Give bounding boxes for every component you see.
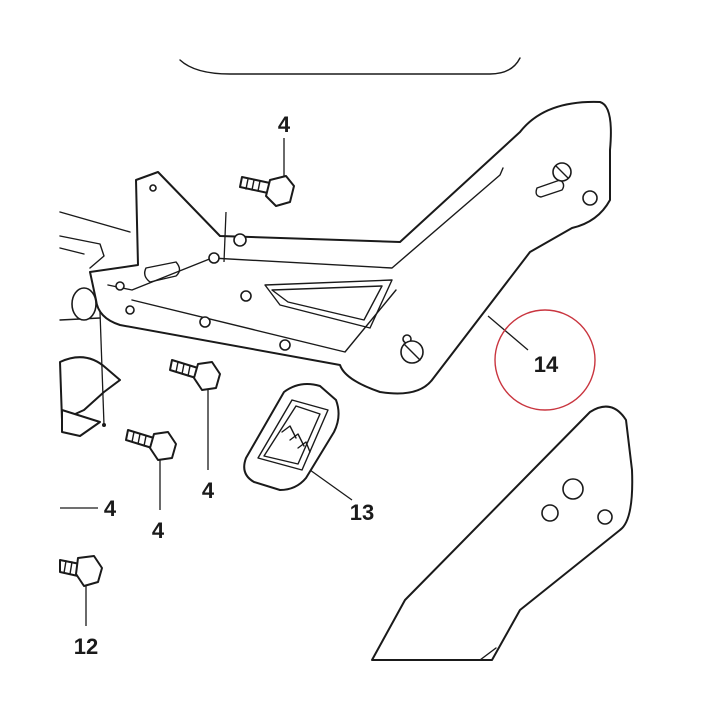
cap-part-13 <box>243 383 340 491</box>
highlight-circle <box>494 309 596 411</box>
bolt-middle <box>169 359 221 391</box>
callout-bolt-lower: 4 <box>152 518 165 543</box>
bolt-lower <box>125 429 177 461</box>
bracket-part-14 <box>89 100 612 395</box>
callout-bolt-top: 4 <box>278 112 291 137</box>
callout-bracket: 14 <box>534 352 559 377</box>
leader-bolt-top-tail <box>223 211 227 263</box>
frame-structure <box>59 211 131 437</box>
cover-edge <box>179 57 521 75</box>
callout-bolt-middle: 4 <box>202 478 215 503</box>
callout-bolt-left: 4 <box>104 496 117 521</box>
callout-cap: 13 <box>350 500 374 525</box>
callout-screw: 12 <box>74 634 98 659</box>
leader-bracket <box>487 315 529 351</box>
screw-part-12 <box>59 555 103 587</box>
leader-cap <box>309 469 353 501</box>
bolt-top <box>239 175 295 207</box>
rail-plate <box>371 405 634 661</box>
